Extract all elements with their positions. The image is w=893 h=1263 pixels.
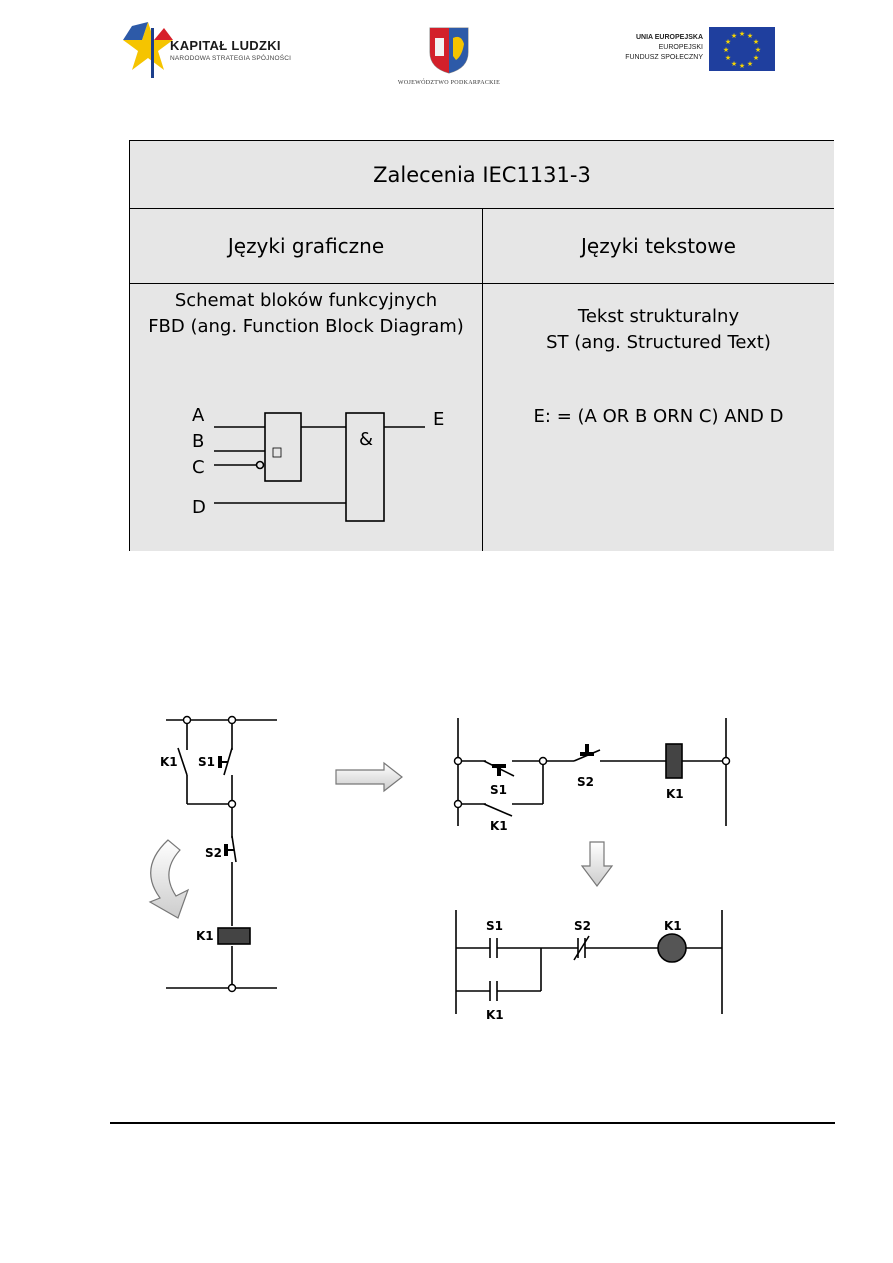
fbd-description: Schemat bloków funkcyjnych FBD (ang. Fun… (130, 288, 482, 340)
table-column-divider (482, 209, 483, 551)
fbd-and-symbol: & (359, 429, 373, 450)
kapital-ludzki-title: KAPITAŁ LUDZKI (170, 38, 281, 53)
or-block (264, 412, 302, 482)
table-title: Zalecenia IEC1131-3 (130, 141, 834, 209)
circuit-diagrams: K1 S1 S2 K1 S1 K1 S2 K (148, 715, 731, 1022)
fbd-line2: FBD (ang. Function Block Diagram) (148, 316, 464, 337)
eu-flag-icon: ★★★ ★★★ ★★★ ★★★ (709, 27, 775, 71)
fbd-diagram: A B C D E & (192, 405, 444, 522)
label-s2-ladder: S2 (577, 775, 594, 789)
svg-text:★: ★ (747, 60, 753, 68)
wojewodztwo-text: WOJEWÓDZTWO PODKARPACKIE (397, 80, 501, 86)
footer-rule (110, 1122, 835, 1124)
ue-text: UNIA EUROPEJSKA EUROPEJSKI FUNDUSZ SPOŁE… (598, 33, 703, 63)
fbd-label-d: D (192, 497, 206, 518)
svg-text:★: ★ (753, 54, 759, 62)
ld-ladder-diagram (455, 910, 723, 1014)
label-s1-schematic: S1 (198, 755, 215, 769)
svg-text:★: ★ (739, 62, 745, 70)
k1-coil-schematic (217, 927, 251, 945)
graphic-languages-header: Języki graficzne (130, 209, 482, 284)
label-k1-ld: K1 (486, 1008, 504, 1022)
curved-arrow-icon (148, 839, 190, 919)
svg-text:★: ★ (755, 46, 761, 54)
k1-coil-ladder (665, 743, 683, 779)
ue-line2: EUROPEJSKI (658, 44, 703, 51)
k1-coil-ld (657, 933, 687, 963)
label-k1-ladder: K1 (490, 819, 508, 833)
label-s2-ld: S2 (574, 919, 591, 933)
label-k1-schematic: K1 (160, 755, 178, 769)
svg-text:★: ★ (747, 32, 753, 40)
st-expression: E: = (A OR B ORN C) AND D (533, 406, 784, 427)
label-k1-coil-schematic: K1 (196, 929, 214, 943)
svg-text:★: ★ (731, 60, 737, 68)
iec-table: Zalecenia IEC1131-3 Języki graficzne Jęz… (129, 140, 834, 551)
and-block (345, 412, 385, 522)
fbd-line1: Schemat bloków funkcyjnych (174, 290, 438, 311)
label-s2-schematic: S2 (205, 846, 222, 860)
kapital-ludzki-subtitle: NARODOWA STRATEGIA SPÓJNOŚCI (170, 55, 292, 62)
st-description: Tekst strukturalny ST (ang. Structured T… (483, 304, 834, 356)
down-arrow-icon (580, 841, 614, 887)
right-arrow-icon (335, 761, 403, 793)
ue-line3: FUNDUSZ SPOŁECZNY (625, 54, 703, 61)
ue-line1: UNIA EUROPEJSKA (635, 34, 703, 41)
kapital-ludzki-star-icon (123, 22, 173, 78)
fbd-label-a: A (192, 405, 205, 426)
svg-text:★: ★ (739, 30, 745, 38)
label-k1-coil-ld: K1 (664, 919, 682, 933)
svg-text:★: ★ (753, 38, 759, 46)
kapital-ludzki-text: KAPITAŁ LUDZKI NARODOWA STRATEGIA SPÓJNO… (170, 38, 291, 62)
fbd-label-c: C (192, 457, 205, 478)
svg-text:★: ★ (723, 46, 729, 54)
st-line1: Tekst strukturalny (577, 306, 740, 327)
svg-text:★: ★ (725, 54, 731, 62)
st-line2: ST (ang. Structured Text) (546, 332, 771, 353)
fbd-label-b: B (192, 431, 204, 452)
coat-of-arms-icon (429, 27, 469, 74)
label-s1-ladder: S1 (490, 783, 507, 797)
label-s1-ld: S1 (486, 919, 503, 933)
text-languages-header: Języki tekstowe (483, 209, 834, 284)
fbd-label-e: E (433, 409, 444, 430)
label-k1-coil-ladder: K1 (666, 787, 684, 801)
svg-text:★: ★ (731, 32, 737, 40)
svg-text:★: ★ (725, 38, 731, 46)
